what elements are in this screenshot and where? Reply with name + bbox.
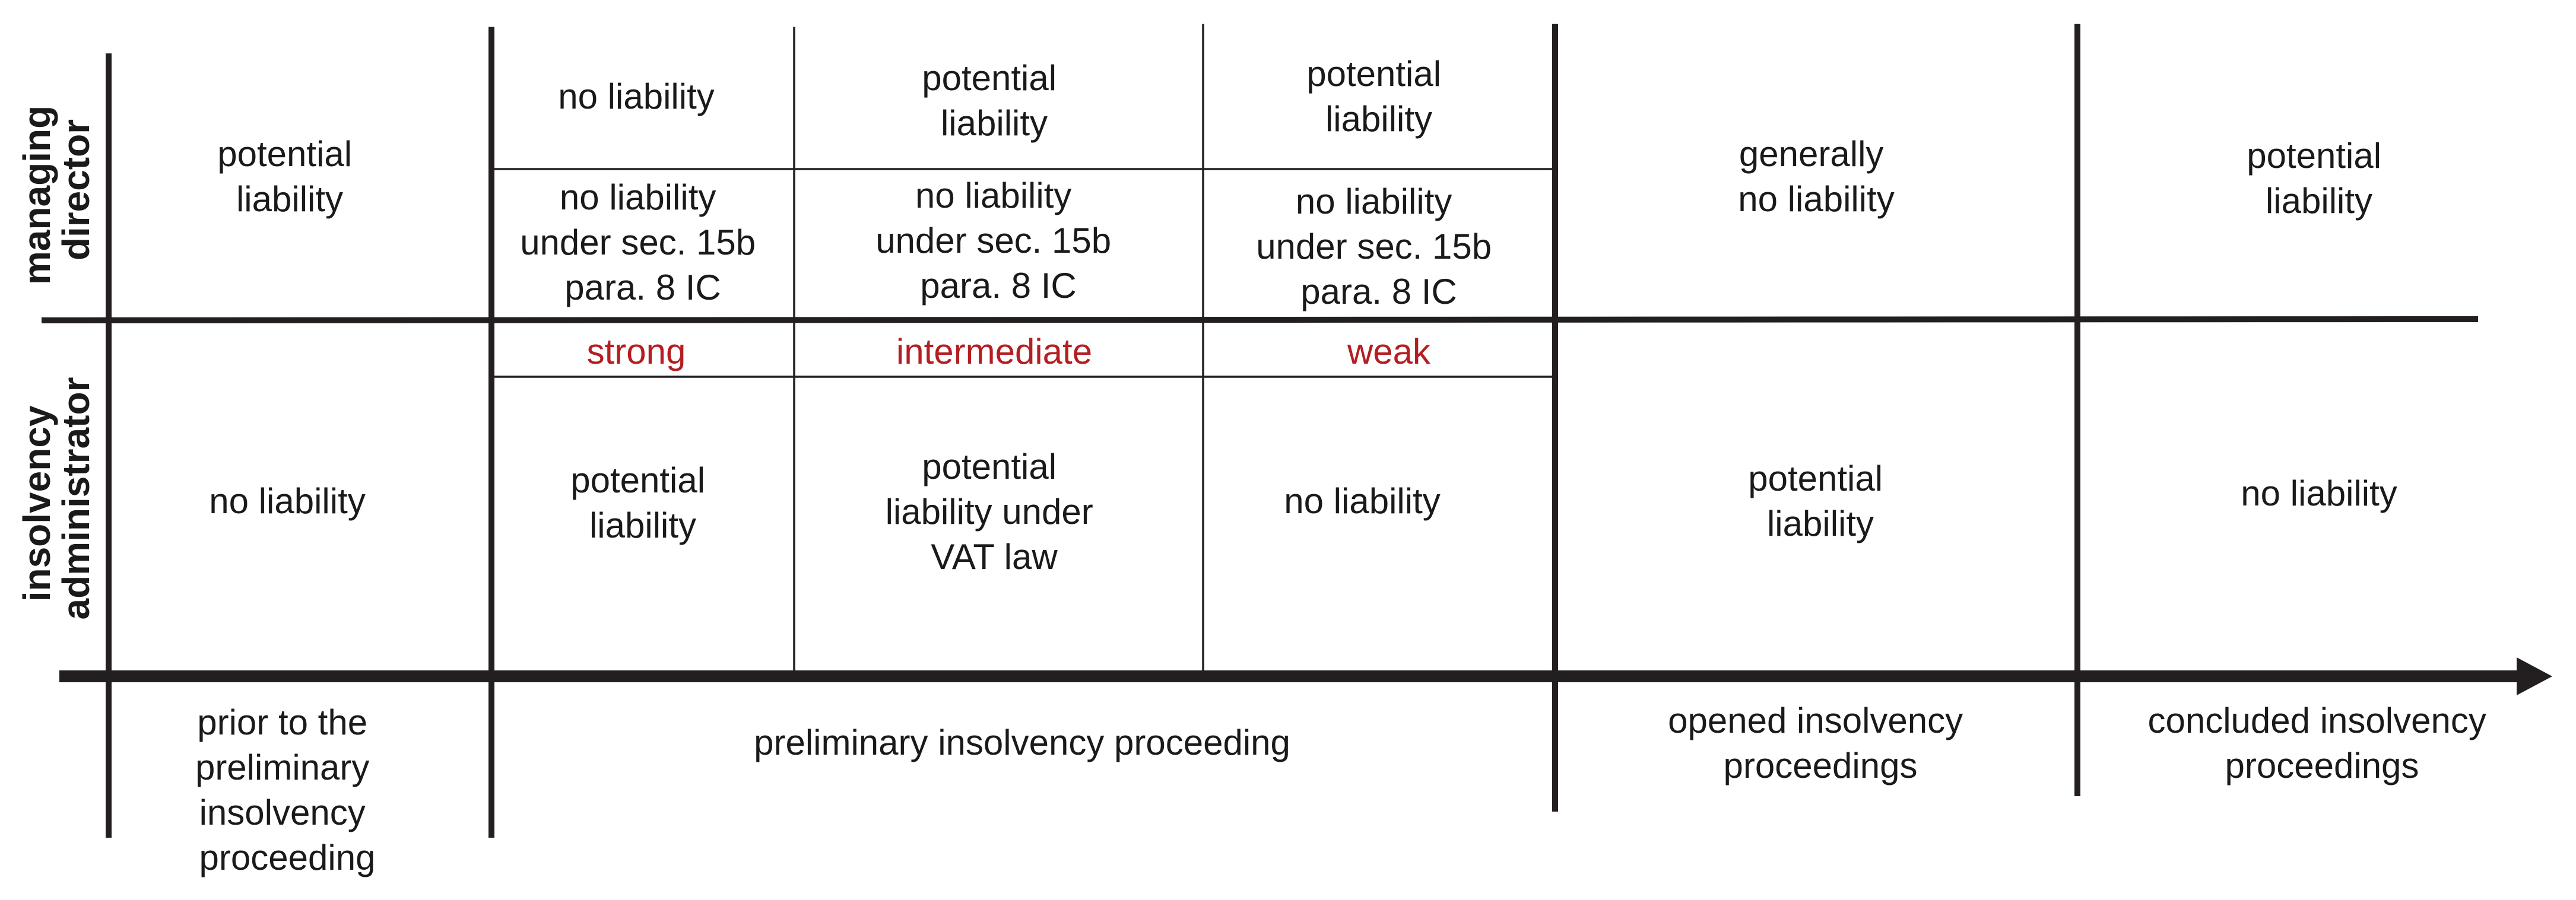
cell-line: liability bbox=[2266, 181, 2372, 221]
cell-line: potential bbox=[922, 447, 1057, 486]
admin-weak-cell: no liability bbox=[1284, 481, 1440, 521]
director-weak-top-cell: potential liability bbox=[1306, 54, 1451, 139]
phase-concluded-label: concluded insolvency proceedings bbox=[2147, 701, 2496, 785]
cell-line: VAT law bbox=[931, 537, 1058, 577]
admin-opened-cell: potential liability bbox=[1748, 459, 1893, 543]
cell-line: no liability bbox=[209, 481, 365, 521]
admin-intermediate-cell: potential liability under VAT law bbox=[886, 447, 1103, 577]
cell-line: no liability bbox=[1296, 182, 1452, 221]
admin-strong-cell: potential liability bbox=[570, 460, 715, 545]
cell-line: no liability bbox=[1284, 481, 1440, 521]
phase-label-line: opened insolvency bbox=[1668, 701, 1963, 740]
director-strong-bottom-cell: no liability under sec. 15b para. 8 IC bbox=[520, 177, 766, 307]
cell-line: generally bbox=[1739, 134, 1884, 174]
cell-line: no liability bbox=[560, 177, 716, 217]
cell-line: potential bbox=[217, 134, 352, 174]
role-label-line: director bbox=[55, 119, 97, 260]
role-label-line: insolvency bbox=[15, 405, 58, 602]
cell-line: liability bbox=[941, 103, 1048, 143]
admin-type-weak: weak bbox=[1347, 332, 1431, 371]
director-weak-bottom-cell: no liability under sec. 15b para. 8 IC bbox=[1256, 182, 1502, 311]
cell-line: no liability bbox=[1738, 179, 1894, 219]
phase-label-line: preliminary insolvency proceeding bbox=[754, 723, 1290, 762]
cell-line: liability bbox=[589, 505, 696, 545]
phase-label-line: prior to the bbox=[197, 702, 367, 742]
cell-line: under sec. 15b bbox=[875, 221, 1111, 260]
director-opened-cell: generally no liability bbox=[1738, 134, 1894, 219]
director-prior-cell: potential liability bbox=[217, 134, 362, 219]
cell-line: liability bbox=[236, 179, 343, 219]
separator-roles bbox=[41, 316, 2479, 323]
cell-line: liability under bbox=[886, 492, 1093, 532]
cell-line: no liability bbox=[2241, 473, 2397, 513]
director-intermediate-top-cell: potential liability bbox=[922, 58, 1067, 143]
admin-prior-cell: no liability bbox=[209, 481, 365, 521]
cell-line: para. 8 IC bbox=[1300, 272, 1457, 311]
director-intermediate-bottom-cell: no liability under sec. 15b para. 8 IC bbox=[875, 176, 1121, 306]
admin-concluded-cell: no liability bbox=[2241, 473, 2397, 513]
grid-lines bbox=[41, 24, 2523, 838]
cell-line: potential bbox=[1748, 459, 1883, 498]
cell-line: under sec. 15b bbox=[1256, 227, 1492, 266]
role-label-line: administrator bbox=[55, 377, 97, 620]
director-strong-top-cell: no liability bbox=[558, 77, 714, 116]
cell-line: liability bbox=[1767, 504, 1874, 543]
phase-prior-label: prior to the preliminary insolvency proc… bbox=[195, 702, 379, 877]
cell-line: under sec. 15b bbox=[520, 222, 756, 262]
cell-line: potential bbox=[2247, 136, 2381, 176]
admin-type-intermediate: intermediate bbox=[896, 332, 1092, 371]
cell-line: potential bbox=[570, 460, 705, 500]
phase-preliminary-label: preliminary insolvency proceeding bbox=[754, 723, 1290, 762]
cell-line: no liability bbox=[558, 77, 714, 116]
admin-type-strong: strong bbox=[587, 332, 686, 371]
cell-line: potential bbox=[1306, 54, 1441, 94]
phase-opened-label: opened insolvency proceedings bbox=[1668, 701, 1973, 785]
cell-line: potential bbox=[922, 58, 1057, 98]
cell-line: liability bbox=[1325, 99, 1432, 139]
director-concluded-cell: potential liability bbox=[2247, 136, 2391, 221]
phase-label-line: proceedings bbox=[1724, 746, 1918, 785]
role-label-line: managing bbox=[15, 106, 58, 285]
role-label-insolvency-administrator: insolvency administrator bbox=[15, 377, 97, 620]
role-label-managing-director: managing director bbox=[15, 95, 97, 285]
time-axis-arrowhead bbox=[2517, 657, 2552, 695]
phase-label-line: preliminary bbox=[195, 748, 369, 787]
cell-line: no liability bbox=[915, 176, 1071, 215]
phase-label-line: concluded insolvency bbox=[2147, 701, 2486, 740]
phase-label-line: proceeding bbox=[199, 838, 376, 877]
phase-label-line: proceedings bbox=[2225, 746, 2419, 785]
cell-line: para. 8 IC bbox=[920, 266, 1076, 306]
cell-line: para. 8 IC bbox=[564, 268, 721, 307]
phase-label-line: insolvency bbox=[199, 793, 366, 832]
